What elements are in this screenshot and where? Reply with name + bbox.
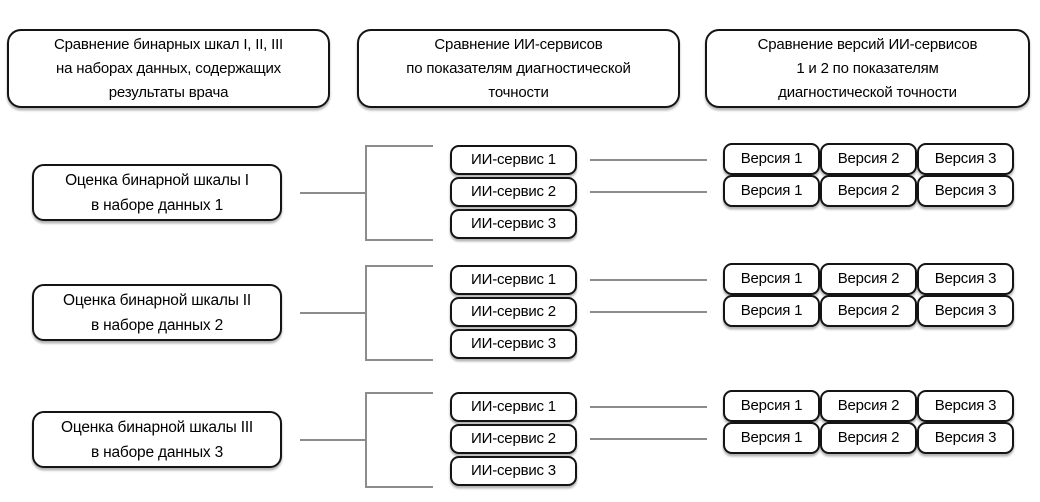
connector-line [300, 192, 365, 194]
header-box-ai-services: Сравнение ИИ-сервисов по показателям диа… [357, 29, 680, 108]
bracket-arm-bottom [365, 239, 433, 241]
scale-box-line: в наборе данных 1 [91, 196, 223, 214]
scale-box-line: в наборе данных 3 [91, 443, 223, 461]
bracket-line [365, 265, 367, 361]
service-box: ИИ-сервис 1 [450, 145, 577, 175]
bracket-arm-top [365, 145, 433, 147]
service-box-label: ИИ-сервис 3 [471, 215, 556, 232]
version-box-label: Версия 3 [934, 182, 997, 199]
version-box: Версия 1 [723, 295, 820, 327]
service-box-label: ИИ-сервис 1 [471, 398, 556, 415]
connector-line [590, 191, 707, 193]
header-line: на наборах данных, содержащих [56, 59, 281, 77]
connector-line [300, 312, 365, 314]
version-box-label: Версия 1 [740, 429, 803, 446]
version-box-label: Версия 2 [837, 270, 900, 287]
scale-box: Оценка бинарной шкалы III в наборе данны… [32, 411, 282, 468]
version-box-label: Версия 2 [837, 397, 900, 414]
service-box: ИИ-сервис 1 [450, 265, 577, 295]
version-box-label: Версия 3 [934, 302, 997, 319]
header-line: Сравнение бинарных шкал I, II, III [53, 35, 284, 53]
connector-line [590, 438, 707, 440]
scale-box: Оценка бинарной шкалы I в наборе данных … [32, 164, 282, 221]
connector-line [590, 311, 707, 313]
version-box-label: Версия 3 [934, 397, 997, 414]
version-box: Версия 3 [917, 175, 1014, 207]
header-line: точности [488, 83, 549, 101]
version-box: Версия 1 [723, 143, 820, 175]
service-box-label: ИИ-сервис 2 [471, 303, 556, 320]
service-box: ИИ-сервис 2 [450, 177, 577, 207]
bracket-arm-bottom [365, 486, 433, 488]
version-box-label: Версия 2 [837, 302, 900, 319]
service-box: ИИ-сервис 3 [450, 209, 577, 239]
service-box-label: ИИ-сервис 3 [471, 335, 556, 352]
version-box-label: Версия 3 [934, 270, 997, 287]
version-box-label: Версия 1 [740, 150, 803, 167]
connector-line [300, 439, 365, 441]
scale-box: Оценка бинарной шкалы II в наборе данных… [32, 284, 282, 341]
header-line: по показателям диагностической [406, 59, 631, 77]
service-box: ИИ-сервис 3 [450, 456, 577, 486]
scale-box-line: Оценка бинарной шкалы I [65, 171, 249, 189]
version-box: Версия 3 [917, 422, 1014, 454]
service-box: ИИ-сервис 3 [450, 329, 577, 359]
bracket-arm-top [365, 265, 433, 267]
version-box-label: Версия 2 [837, 150, 900, 167]
bracket-arm-bottom [365, 359, 433, 361]
header-box-binary-scales: Сравнение бинарных шкал I, II, III на на… [7, 29, 330, 108]
version-box-label: Версия 2 [837, 429, 900, 446]
bracket-line [365, 145, 367, 241]
service-box-label: ИИ-сервис 2 [471, 430, 556, 447]
version-box: Версия 2 [820, 143, 917, 175]
header-line: Сравнение ИИ-сервисов [434, 35, 603, 53]
bracket-arm-top [365, 392, 433, 394]
version-box: Версия 1 [723, 390, 820, 422]
service-box-label: ИИ-сервис 2 [471, 183, 556, 200]
version-box-label: Версия 1 [740, 270, 803, 287]
header-line: диагностической точности [778, 83, 957, 101]
connector-line [590, 406, 707, 408]
connector-line [590, 279, 707, 281]
version-box: Версия 3 [917, 390, 1014, 422]
service-box-label: ИИ-сервис 1 [471, 271, 556, 288]
version-box-label: Версия 3 [934, 429, 997, 446]
service-box: ИИ-сервис 1 [450, 392, 577, 422]
version-box: Версия 2 [820, 422, 917, 454]
version-box: Версия 2 [820, 390, 917, 422]
header-line: результаты врача [108, 83, 229, 101]
version-box-label: Версия 1 [740, 397, 803, 414]
scale-box-line: Оценка бинарной шкалы II [63, 291, 251, 309]
header-box-ai-service-versions: Сравнение версий ИИ-сервисов 1 и 2 по по… [705, 29, 1030, 108]
version-box: Версия 3 [917, 143, 1014, 175]
version-box: Версия 2 [820, 295, 917, 327]
header-line: Сравнение версий ИИ-сервисов [757, 35, 978, 53]
bracket-line [365, 392, 367, 488]
scale-box-line: в наборе данных 2 [91, 316, 223, 334]
version-box: Версия 1 [723, 263, 820, 295]
service-box-label: ИИ-сервис 1 [471, 151, 556, 168]
service-box-label: ИИ-сервис 3 [471, 462, 556, 479]
version-box: Версия 1 [723, 422, 820, 454]
version-box-label: Версия 1 [740, 302, 803, 319]
version-box: Версия 1 [723, 175, 820, 207]
scale-box-line: Оценка бинарной шкалы III [60, 418, 254, 436]
version-box-label: Версия 3 [934, 150, 997, 167]
service-box: ИИ-сервис 2 [450, 424, 577, 454]
version-box: Версия 2 [820, 263, 917, 295]
version-box-label: Версия 1 [740, 182, 803, 199]
connector-line [590, 159, 707, 161]
version-box-label: Версия 2 [837, 182, 900, 199]
header-line: 1 и 2 по показателям [796, 59, 939, 77]
version-box: Версия 2 [820, 175, 917, 207]
service-box: ИИ-сервис 2 [450, 297, 577, 327]
version-box: Версия 3 [917, 295, 1014, 327]
version-box: Версия 3 [917, 263, 1014, 295]
